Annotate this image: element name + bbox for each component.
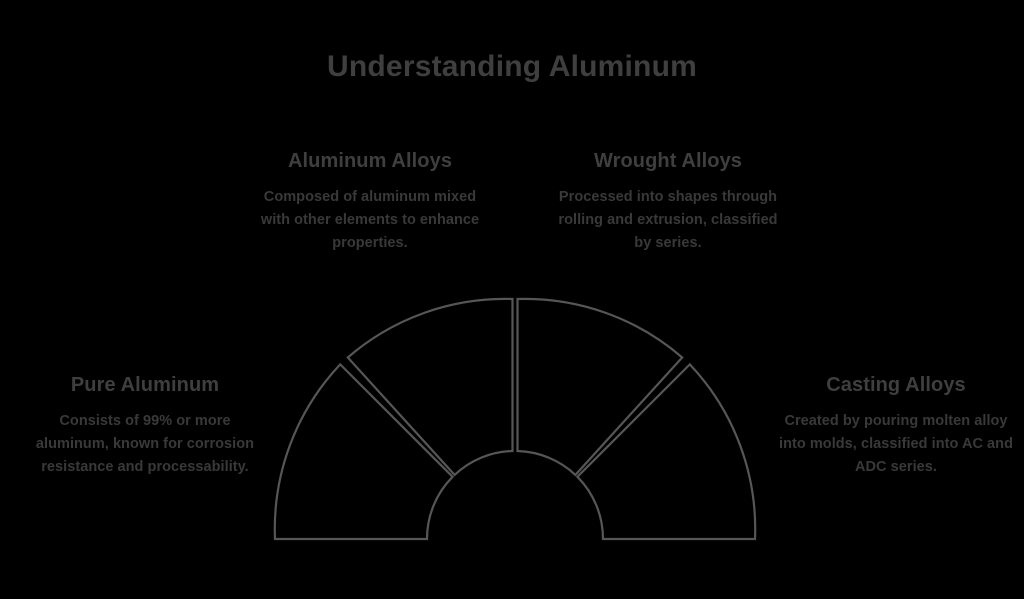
node-aluminum-alloys: Aluminum Alloys Composed of aluminum mix… <box>255 148 485 255</box>
node-body-wrought-alloys: Processed into shapes through rolling an… <box>558 189 778 251</box>
arc-segment-aluminum-alloys <box>346 297 514 477</box>
node-casting-alloys: Casting Alloys Created by pouring molten… <box>772 372 1020 479</box>
semicircle-segment-diagram <box>262 288 768 550</box>
node-pure-aluminum: Pure Aluminum Consists of 99% or more al… <box>24 372 266 479</box>
node-heading-casting-alloys: Casting Alloys <box>826 374 966 396</box>
semicircle-diagram-svg <box>273 297 757 541</box>
node-body-casting-alloys: Created by pouring molten alloy into mol… <box>779 413 1013 475</box>
arc-segment-casting-alloys <box>575 362 757 541</box>
arc-segment-wrought-alloys <box>516 297 684 477</box>
node-heading-aluminum-alloys: Aluminum Alloys <box>287 150 453 172</box>
page-title: Understanding Aluminum <box>327 50 697 83</box>
arc-segment-pure-aluminum <box>273 362 455 541</box>
node-body-pure-aluminum: Consists of 99% or more aluminum, known … <box>35 413 255 475</box>
node-heading-wrought-alloys: Wrought Alloys <box>593 150 743 172</box>
node-body-aluminum-alloys: Composed of aluminum mixed with other el… <box>260 189 480 251</box>
node-wrought-alloys: Wrought Alloys Processed into shapes thr… <box>553 148 783 255</box>
node-heading-pure-aluminum: Pure Aluminum <box>70 374 220 396</box>
